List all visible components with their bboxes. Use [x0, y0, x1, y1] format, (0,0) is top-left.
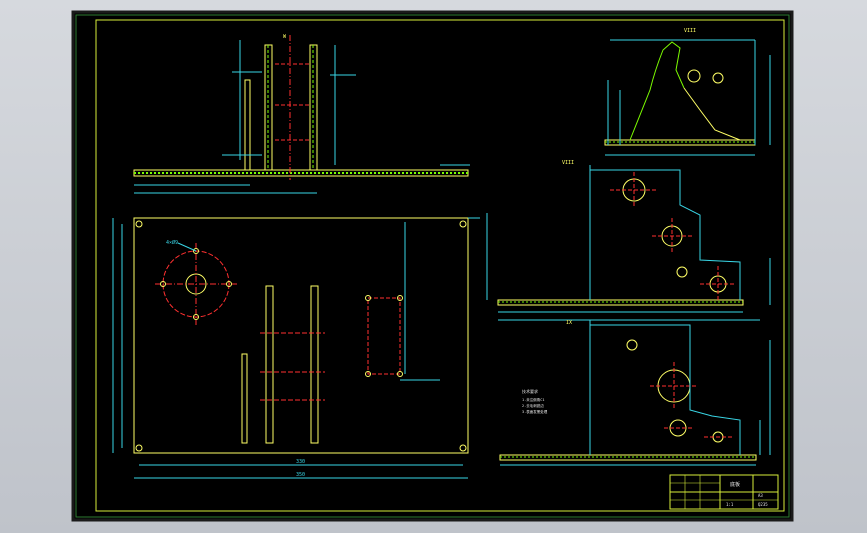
drawing-number: A3 — [758, 493, 763, 498]
view-label: VIII — [562, 160, 574, 166]
bolt-hole — [193, 248, 199, 254]
pattern-hole — [397, 371, 403, 377]
notes-line: 1.未注倒角C1 — [522, 397, 544, 402]
leader-line — [177, 242, 197, 252]
rail-left — [265, 285, 274, 444]
sheet-border — [75, 14, 790, 518]
mount-hole — [135, 220, 143, 228]
dimension-text: 330 — [296, 459, 305, 465]
detail-view-3: IX — [499, 320, 771, 466]
part-name: 底板 — [730, 481, 740, 488]
drawing-frame — [95, 19, 785, 512]
detail-view-1: VIII — [604, 28, 771, 156]
pattern-hole — [365, 371, 371, 377]
plate-outline — [133, 217, 469, 454]
mount-hole — [135, 444, 143, 452]
sheet-background — [71, 10, 794, 522]
notes-line: 3.表面发黑处理 — [522, 409, 548, 414]
material: Q235 — [758, 502, 768, 507]
profile-outline — [590, 169, 741, 300]
side-view — [468, 213, 488, 300]
plan-view: 4×Ø9 330 350 — [112, 217, 469, 479]
mount-hole — [459, 220, 467, 228]
dimension-text: 350 — [296, 472, 305, 478]
notes-line: 2.去毛刺锐边 — [522, 403, 544, 408]
detail-hole — [626, 339, 638, 351]
pattern-hole — [365, 295, 371, 301]
profile-edge — [683, 87, 741, 141]
view-label: IX — [566, 320, 572, 326]
technical-notes: 技术要求 1.未注倒角C1 2.去毛刺锐边 3.表面发黑处理 — [522, 388, 548, 414]
detail-hole — [712, 72, 724, 84]
notes-title: 技术要求 — [522, 388, 538, 394]
detail-hole — [687, 69, 701, 83]
bolt-hole — [193, 314, 199, 320]
pattern-hole — [397, 295, 403, 301]
title-block: 底板 Q235 A3 1:1 — [669, 474, 779, 510]
scale: 1:1 — [726, 502, 734, 507]
bolt-hole — [226, 281, 232, 287]
bolt-hole — [160, 281, 166, 287]
rail-right — [310, 285, 319, 444]
profile-curve — [629, 41, 685, 141]
hole-callout: 4×Ø9 — [166, 239, 178, 246]
rail-small — [241, 353, 248, 444]
mount-hole — [459, 444, 467, 452]
hole-pattern-outline — [367, 297, 401, 375]
column-left — [244, 79, 251, 171]
profile-outline — [590, 324, 741, 455]
top-view: W — [133, 34, 470, 194]
view-label: W — [283, 34, 287, 40]
detail-hole — [676, 266, 688, 278]
detail-view-2: VIII — [497, 160, 771, 321]
view-label: VIII — [684, 28, 696, 34]
